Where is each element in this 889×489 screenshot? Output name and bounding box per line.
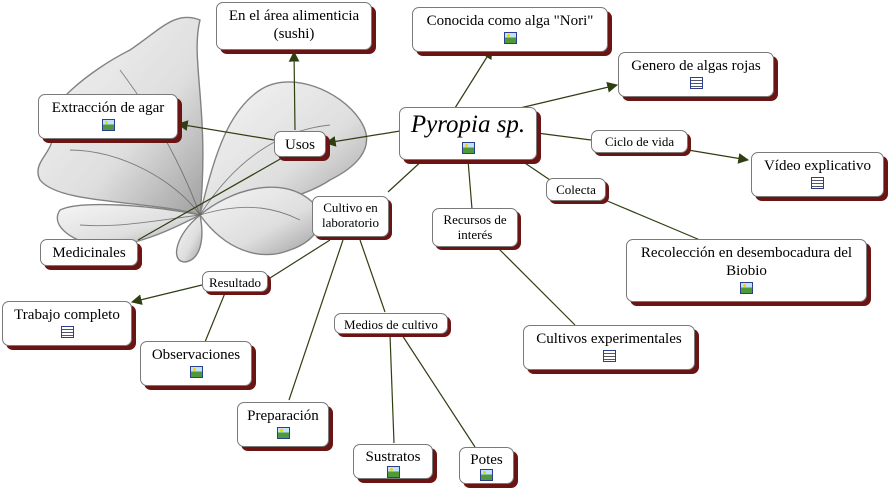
concept-label: Medicinales: [52, 245, 126, 261]
concept-pyropia[interactable]: Pyropia sp.: [399, 107, 537, 160]
concept-nori[interactable]: Conocida como alga "Nori": [412, 7, 608, 52]
link-resultado-observaciones: [204, 292, 226, 343]
image-icon[interactable]: [461, 142, 475, 154]
image-icon[interactable]: [101, 119, 115, 131]
concept-genero[interactable]: Genero de algas rojas: [618, 52, 774, 97]
link-colecta-recoleccion: [604, 199, 701, 241]
link-medios-potes: [401, 334, 476, 448]
link-main-nori: [454, 48, 493, 109]
concept-label: Recursos de interés: [443, 212, 507, 242]
concept-label: Ciclo de vida: [604, 134, 675, 149]
concept-colecta[interactable]: Colecta: [546, 178, 606, 201]
link-main-cultivo: [387, 157, 426, 193]
concept-video[interactable]: Vídeo explicativo: [751, 152, 884, 197]
link-usos-medicinales: [137, 157, 283, 241]
concept-label: Recolección en desembocadura del Biobio: [640, 245, 853, 279]
concept-ciclo[interactable]: Ciclo de vida: [591, 130, 688, 153]
image-icon[interactable]: [503, 32, 517, 44]
concept-label: Trabajo completo: [14, 307, 120, 323]
link-ciclo-video: [687, 149, 750, 164]
link-main-recursos: [467, 159, 473, 210]
image-icon[interactable]: [480, 469, 493, 481]
concept-label: Conocida como alga "Nori": [426, 13, 594, 29]
link-cultivo-preparacion: [288, 239, 344, 401]
link-resultado-trabajo: [130, 284, 203, 305]
concept-recoleccion[interactable]: Recolección en desembocadura del Biobio: [626, 239, 867, 302]
image-icon[interactable]: [740, 282, 753, 294]
image-icon[interactable]: [276, 427, 290, 439]
concept-label: Pyropia sp.: [410, 111, 526, 138]
concept-cultivo-laboratorio[interactable]: Cultivo en laboratorio: [312, 196, 389, 237]
document-icon[interactable]: [689, 77, 703, 89]
concept-label: Cultivo en laboratorio: [321, 200, 380, 230]
concept-label: Sustratos: [365, 449, 421, 465]
concept-cultivos-experimentales[interactable]: Cultivos experimentales: [523, 325, 695, 370]
concept-label: Usos: [284, 137, 315, 153]
concept-label: En el área alimenticia (sushi): [228, 8, 360, 42]
document-icon[interactable]: [811, 177, 824, 189]
link-main-usos: [324, 130, 401, 147]
link-usos-agar: [176, 120, 275, 141]
concept-medios-cultivo[interactable]: Medios de cultivo: [334, 313, 448, 334]
concept-agar[interactable]: Extracción de agar: [38, 94, 178, 139]
concept-usos[interactable]: Usos: [274, 131, 326, 157]
concept-medicinales[interactable]: Medicinales: [40, 239, 138, 266]
concept-resultado[interactable]: Resultado: [202, 271, 268, 292]
concept-label: Medios de cultivo: [344, 317, 438, 332]
document-icon[interactable]: [60, 326, 74, 338]
concept-label: Cultivos experimentales: [536, 331, 682, 347]
concept-observaciones[interactable]: Observaciones: [140, 341, 252, 386]
concept-label: Colecta: [556, 182, 596, 197]
concept-recursos[interactable]: Recursos de interés: [432, 208, 518, 247]
concept-label: Genero de algas rojas: [631, 58, 761, 74]
concept-label: Extracción de agar: [51, 100, 165, 116]
link-cultivo-resultado: [269, 239, 331, 279]
concept-sustratos[interactable]: Sustratos: [353, 444, 433, 479]
concept-label: Vídeo explicativo: [763, 158, 872, 174]
link-recursos-cultivos: [496, 246, 576, 326]
image-icon[interactable]: [386, 466, 400, 478]
concept-alimenticia[interactable]: En el área alimenticia (sushi): [216, 2, 372, 50]
concept-label: Resultado: [209, 275, 261, 290]
concept-potes[interactable]: Potes: [459, 447, 514, 484]
document-icon[interactable]: [602, 350, 616, 362]
concept-label: Potes: [470, 452, 503, 468]
concept-preparacion[interactable]: Preparación: [237, 402, 329, 447]
link-main-ciclo: [536, 132, 592, 141]
link-main-genero: [519, 81, 619, 109]
link-cultivo-medios: [359, 239, 386, 313]
concept-label: Observaciones: [151, 347, 241, 363]
concept-label: Preparación: [247, 408, 319, 424]
link-medios-sustratos: [389, 334, 395, 444]
concept-trabajo-completo[interactable]: Trabajo completo: [2, 301, 132, 346]
image-icon[interactable]: [189, 366, 203, 378]
link-usos-alimenticia: [288, 50, 300, 131]
